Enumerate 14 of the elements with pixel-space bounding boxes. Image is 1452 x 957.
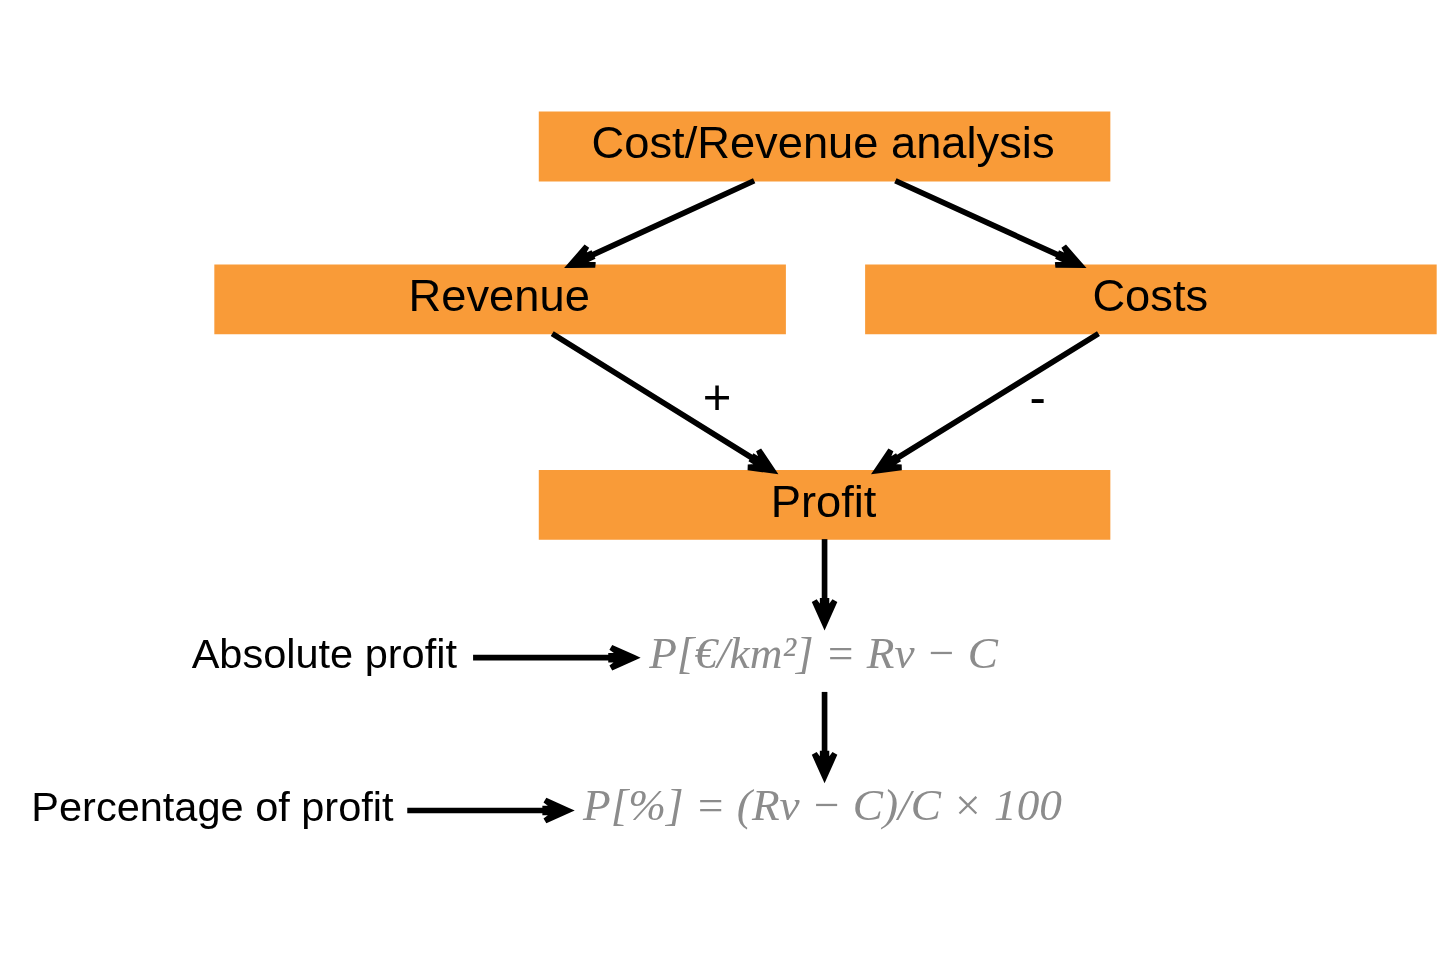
- node-box: Cost/Revenue analysis: [538, 111, 1111, 182]
- node-text: Absolute profit: [191, 630, 457, 678]
- edge-label: -: [1029, 369, 1046, 424]
- node-box: Revenue: [214, 264, 786, 335]
- arrow: [550, 331, 776, 474]
- edge-label: +: [702, 369, 732, 424]
- node-text: Percentage of profit: [31, 783, 394, 831]
- arrow: [874, 331, 1100, 474]
- node-text: P[€/km²] = Rv − C: [649, 627, 998, 678]
- node-box: Profit: [538, 470, 1111, 540]
- arrow: [894, 178, 1084, 268]
- node-text: P[%] = (Rv − C)/C × 100: [583, 780, 1062, 831]
- node-box: Costs: [865, 264, 1437, 335]
- arrow: [567, 178, 756, 268]
